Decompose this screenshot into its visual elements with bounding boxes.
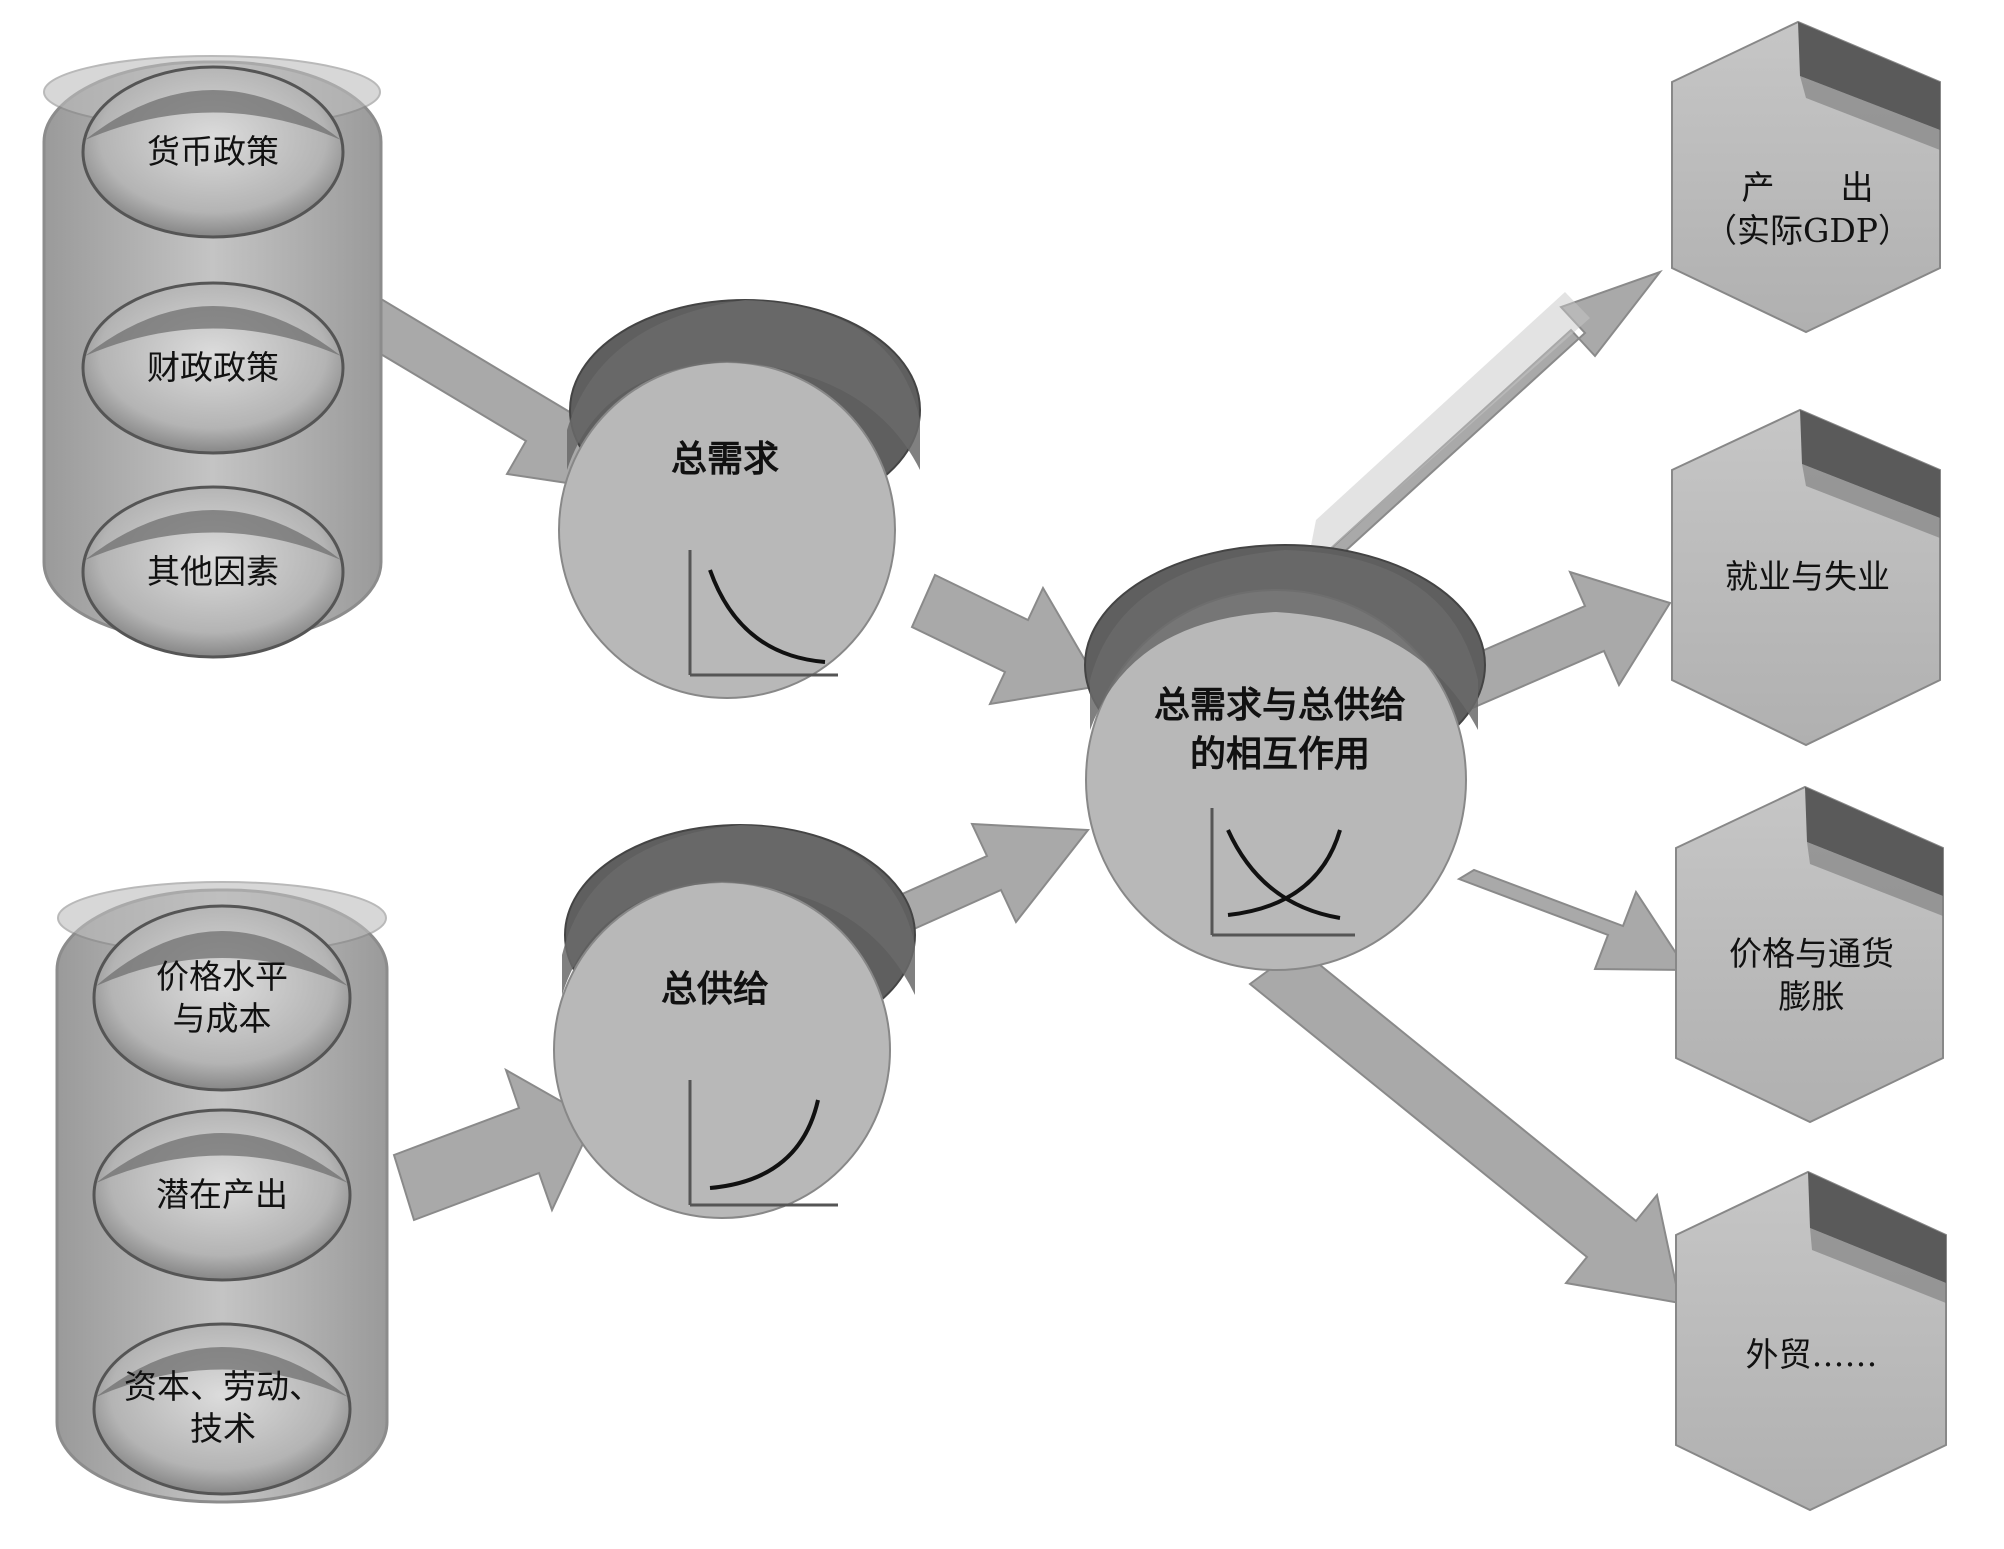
arrow-interaction-to-output [1303, 269, 1663, 576]
demand-curve-chart [688, 550, 838, 677]
arrow-supply-to-interaction [889, 822, 1090, 935]
input-oval-other-factors [81, 485, 345, 659]
arrow-demand-to-interaction [910, 573, 1102, 706]
outcome-hex-trade [1675, 1170, 1947, 1512]
interaction-curve-chart [1210, 808, 1355, 937]
input-oval-capital-labor-tech [92, 1322, 352, 1496]
arrow-interaction-to-trade [1248, 946, 1682, 1305]
input-oval-price-cost [92, 904, 352, 1092]
outcome-hex-prices [1675, 785, 1944, 1124]
input-oval-monetary-policy [81, 65, 345, 239]
demand-disc [558, 299, 921, 699]
outcome-hex-output [1671, 20, 1941, 334]
input-oval-fiscal-policy [81, 281, 345, 455]
interaction-disc [1084, 544, 1486, 971]
supply-disc [553, 824, 916, 1219]
supply-curve-chart [688, 1080, 838, 1207]
input-oval-potential-output [92, 1108, 352, 1282]
arrow-interaction-to-prices [1456, 868, 1689, 972]
arrow-inputs-to-supply [392, 1067, 596, 1222]
outcome-hex-employment [1671, 408, 1941, 747]
